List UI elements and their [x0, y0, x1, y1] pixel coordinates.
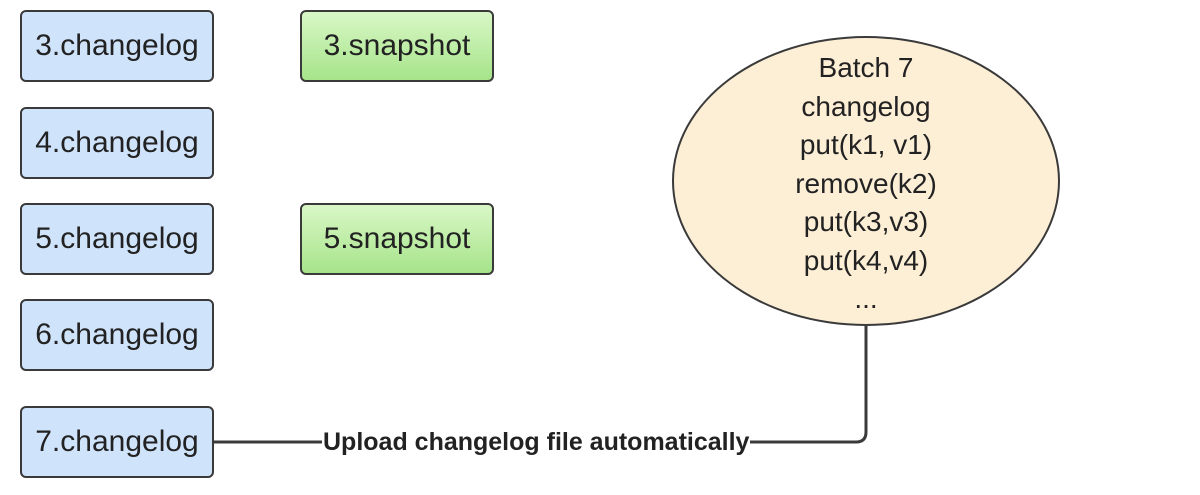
changelog-node-4: 4.changelog [20, 107, 214, 179]
batch-line-put-k4: put(k4,v4) [803, 244, 929, 276]
batch-line-changelog: changelog [801, 90, 931, 122]
changelog-node-5: 5.changelog [20, 203, 214, 275]
changelog-node-3: 3.changelog [20, 10, 214, 82]
batch-7-ellipse: Batch 7 changelog put(k1, v1) remove(k2)… [672, 36, 1060, 326]
upload-connector-label: Upload changelog file automatically [322, 424, 751, 460]
snapshot-node-5: 5.snapshot [300, 203, 494, 275]
batch-line-put-k1: put(k1, v1) [799, 129, 933, 161]
snapshot-node-3: 3.snapshot [300, 10, 494, 82]
batch-line-ellipsis: ... [854, 283, 878, 315]
changelog-node-7: 7.changelog [20, 406, 214, 478]
changelog-node-6: 6.changelog [20, 299, 214, 371]
batch-title: Batch 7 [818, 52, 914, 84]
batch-line-put-k3: put(k3,v3) [803, 206, 929, 238]
batch-line-remove-k2: remove(k2) [795, 167, 937, 199]
connector-line [214, 326, 868, 444]
